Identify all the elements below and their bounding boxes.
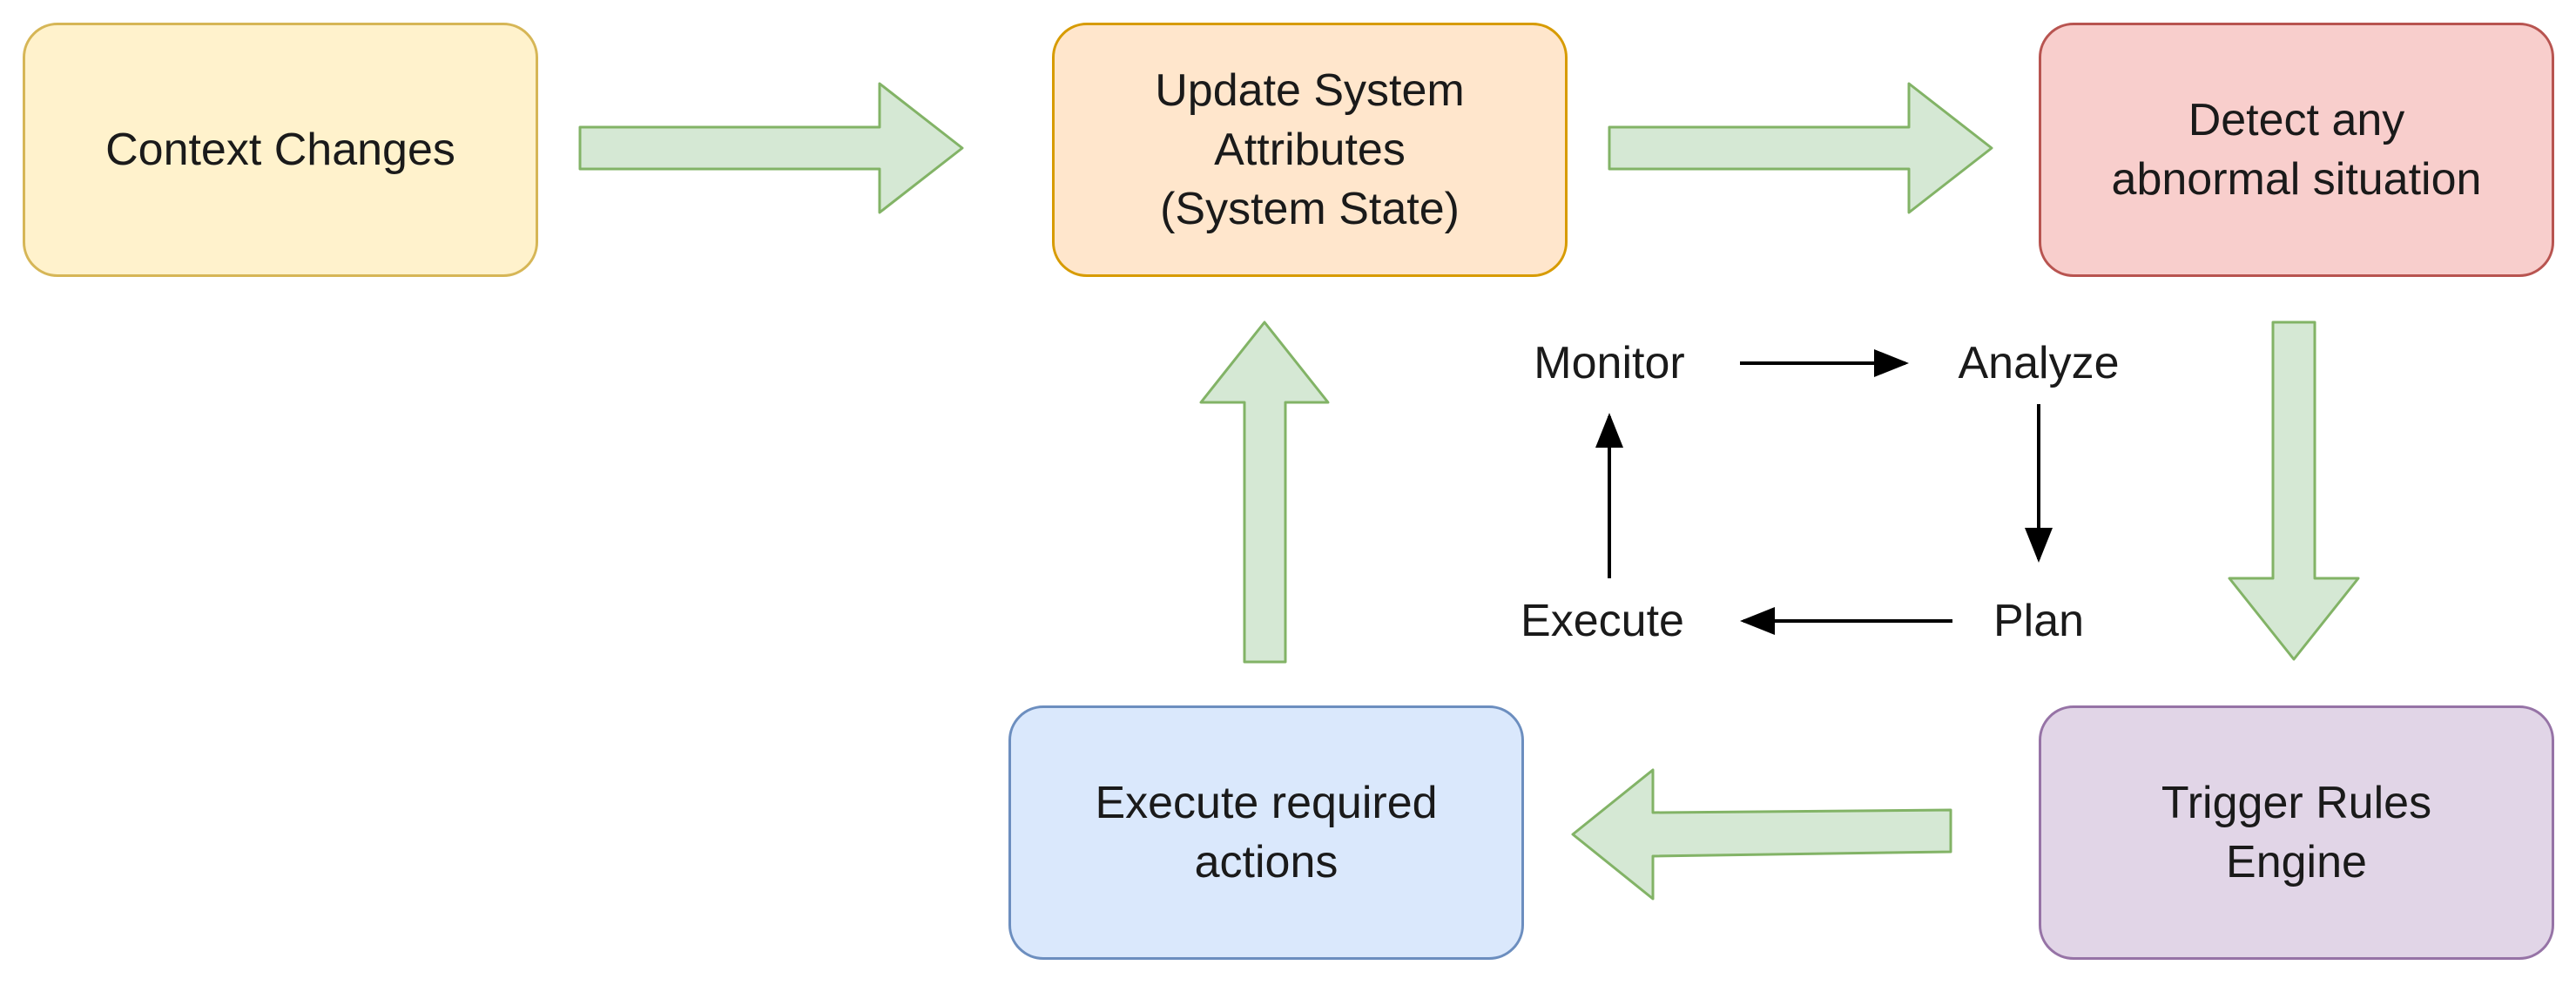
flow-arrow-execute-to-update	[1199, 321, 1330, 664]
cycle-label-analyze: Analyze	[1958, 338, 2120, 388]
cycle-label-plan: Plan	[1993, 596, 2085, 646]
box-text-line: Context Changes	[105, 125, 455, 175]
flow-arrow-trigger-to-execute	[1571, 768, 1952, 901]
box-text-line: Execute required	[1095, 778, 1438, 828]
box-detect-abnormal-situation: Detect any abnormal situation	[2039, 23, 2554, 277]
flow-arrow-update-to-detect	[1608, 82, 1993, 214]
box-text-line: Trigger Rules	[2161, 778, 2432, 828]
flow-arrow-context-to-update	[578, 82, 964, 214]
box-text-line: Engine	[2226, 837, 2367, 887]
box-text-line: abnormal situation	[2111, 154, 2482, 205]
box-text-line: actions	[1194, 837, 1339, 887]
box-execute-required-actions: Execute required actions	[1008, 705, 1524, 960]
box-text-line: Detect any	[2188, 95, 2405, 145]
flow-arrow-detect-to-trigger	[2228, 321, 2360, 661]
cycle-label-monitor: Monitor	[1534, 338, 1685, 388]
box-text-line: (System State)	[1160, 184, 1460, 234]
box-context-changes: Context Changes	[23, 23, 538, 277]
cycle-label-execute: Execute	[1521, 596, 1684, 646]
box-text-line: Update System	[1155, 65, 1465, 116]
box-text-line: Attributes	[1214, 125, 1406, 175]
